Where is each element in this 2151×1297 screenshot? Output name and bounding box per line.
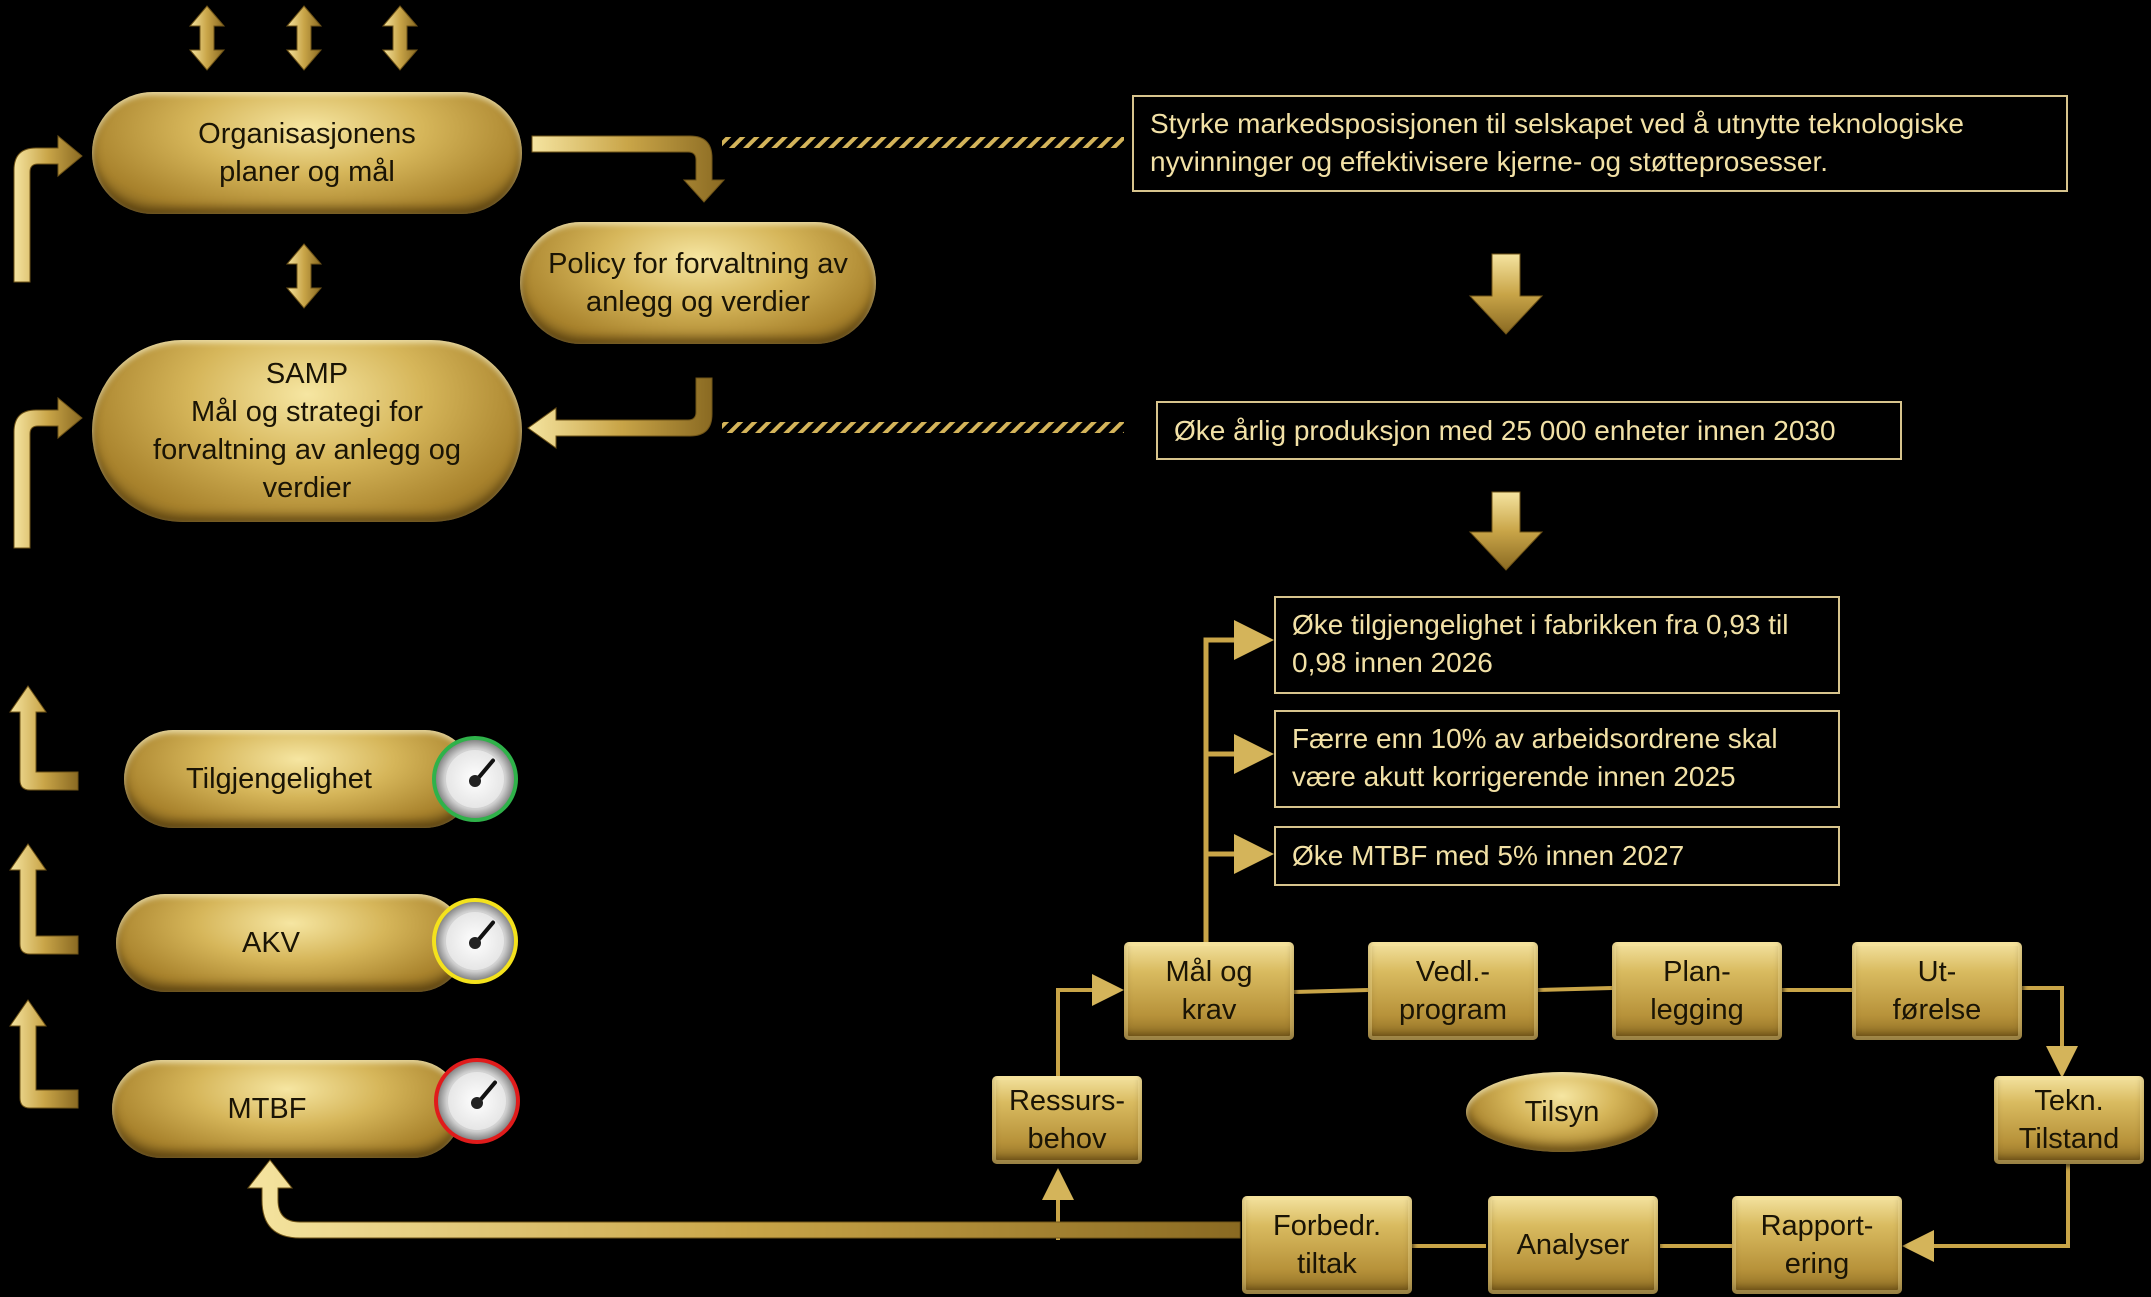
cycle-box-maal-og-krav: Mål og krav [1124,942,1294,1040]
policy-pill: Policy for forvaltning av anlegg og verd… [520,222,876,344]
strategy-text: Styrke markedsposisjonen til selskapet v… [1150,108,1964,177]
cycle-label: Ut- førelse [1892,956,1982,1026]
cycle-label: Rapport- ering [1760,1210,1874,1280]
left-feedback-arrows [9,134,83,1109]
top-double-arrows [188,5,419,309]
return-to-mtbf-arrow [246,1159,1241,1239]
gauge-icon-green [432,736,518,822]
strategy-textbox: Styrke markedsposisjonen til selskapet v… [1132,95,2068,192]
kpi-pill-akv: AKV [116,894,466,992]
gauge-icon-yellow [432,898,518,984]
policy-label: Policy for forvaltning av anlegg og verd… [548,248,848,318]
cycle-label: Mål og krav [1165,956,1253,1026]
org-plans-label: Organisasjonens planer og mål [198,118,416,188]
cycle-label: Forbedr. tiltak [1273,1210,1381,1280]
samp-label: SAMP Mål og strategi for forvaltning av … [153,358,461,504]
org-to-policy-arrow [531,135,726,203]
cycle-box-rapportering: Rapport- ering [1732,1196,1902,1294]
policy-to-samp-arrow [527,377,713,449]
cycle-label: Plan- legging [1650,956,1744,1026]
goal-textbox-2: Færre enn 10% av arbeidsordrene skal vær… [1274,710,1840,808]
kpi-label: Tilgjengelighet [186,763,372,795]
tilsyn-ellipse: Tilsyn [1466,1072,1658,1152]
kpi-label: MTBF [227,1093,307,1125]
goal-text: Øke MTBF med 5% innen 2027 [1292,840,1685,871]
cycle-box-vedl-program: Vedl.- program [1368,942,1538,1040]
cycle-label: Vedl.- program [1399,956,1507,1026]
tilsyn-label: Tilsyn [1524,1096,1600,1128]
production-textbox: Øke årlig produksjon med 25 000 enheter … [1156,401,1902,460]
production-text: Øke årlig produksjon med 25 000 enheter … [1174,415,1836,446]
hatched-connector-1 [722,137,1124,148]
cycle-connectors [1042,974,2078,1262]
goal-connectors [1203,620,1274,942]
goal-textbox-1: Øke tilgjengelighet i fabrikken fra 0,93… [1274,596,1840,694]
cycle-label: Ressurs- behov [1008,1085,1125,1155]
cycle-box-ressursbehov: Ressurs- behov [992,1076,1142,1164]
kpi-pill-mtbf: MTBF [112,1060,462,1158]
cycle-label: Analyser [1516,1229,1630,1261]
samp-pill: SAMP Mål og strategi for forvaltning av … [92,340,522,522]
cycle-box-analyser: Analyser [1488,1196,1658,1294]
org-plans-pill: Organisasjonens planer og mål [92,92,522,214]
cycle-label: Tekn. Tilstand [2018,1085,2120,1155]
down-arrows [1468,253,1544,571]
kpi-label: AKV [241,927,301,959]
cycle-box-forbedr-tiltak: Forbedr. tiltak [1242,1196,1412,1294]
goal-text: Færre enn 10% av arbeidsordrene skal vær… [1292,723,1778,792]
gauge-icon-red [434,1058,520,1144]
goal-text: Øke tilgjengelighet i fabrikken fra 0,93… [1292,609,1789,678]
kpi-pill-tilgjengelighet: Tilgjengelighet [124,730,474,828]
goal-textbox-3: Øke MTBF med 5% innen 2027 [1274,826,1840,886]
hatched-connector-2 [722,422,1124,433]
cycle-box-tekn-tilstand: Tekn. Tilstand [1994,1076,2144,1164]
cycle-box-planlegging: Plan- legging [1612,942,1782,1040]
cycle-box-utforelse: Ut- førelse [1852,942,2022,1040]
